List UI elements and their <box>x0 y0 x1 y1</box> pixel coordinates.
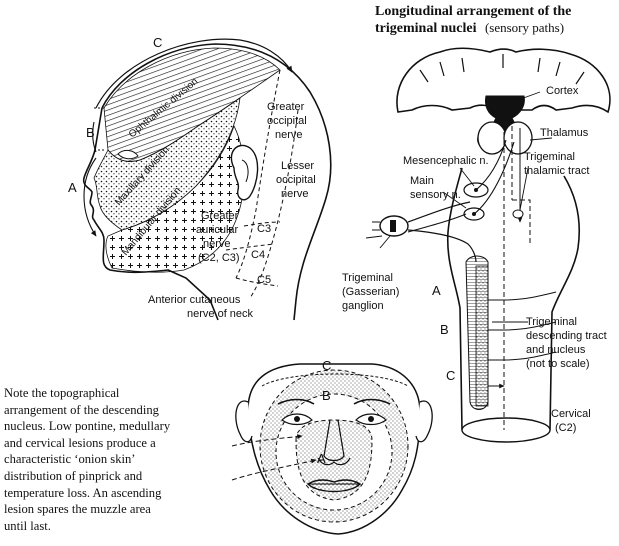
note-line: nucleus. Low pontine, medullary <box>4 419 171 434</box>
greater-auricular-label-4: (C2, C3) <box>198 252 240 264</box>
note-line: until last. <box>4 518 51 533</box>
zone-bracket-b <box>92 121 97 153</box>
head-zone-c-label: C <box>153 35 162 50</box>
lesser-occipital-label-2: occipital <box>276 174 316 186</box>
ear <box>230 144 259 201</box>
greater-auricular-label-2: auricular <box>196 224 239 236</box>
greater-occipital-label-3: nerve <box>275 129 303 141</box>
brain-zone-a-label: A <box>432 283 441 298</box>
mouth <box>306 479 362 493</box>
main-sensory-label-2: sensory n. <box>410 189 461 201</box>
note-line: distribution of pinprick and <box>4 468 143 483</box>
brain-zone-c-label: C <box>446 368 455 383</box>
brain-zone-b-label: B <box>440 322 449 337</box>
note-line: characteristic ‘onion skin’ <box>4 452 136 467</box>
brain-labels: Cortex Thalamus Mesencephalic n. Main se… <box>342 85 607 434</box>
cortex-outline <box>396 47 611 114</box>
lesser-occipital-label-1: Lesser <box>281 160 314 172</box>
segment-c4-label: C4 <box>251 249 265 261</box>
brain-diagram <box>365 47 611 443</box>
head-profile <box>82 38 332 321</box>
greater-auricular-label-3: nerve <box>203 238 231 250</box>
ganglion-label-1: Trigeminal <box>342 272 393 284</box>
anterior-cutaneous-label-2: nerve of neck <box>187 308 254 320</box>
figure-title-line1: Longitudinal arrangement of the <box>375 4 571 19</box>
lesser-occipital-label-3: nerve <box>281 188 309 200</box>
front-face <box>231 363 433 535</box>
note-line: temperature loss. An ascending <box>4 485 162 500</box>
note-paragraph: Note the topographical arrangement of th… <box>4 385 236 534</box>
segment-c3-label: C3 <box>257 223 271 235</box>
zone-bracket-a <box>83 157 97 237</box>
zone-arc-c <box>95 38 293 109</box>
anterior-cutaneous-label-1: Anterior cutaneous <box>148 294 241 306</box>
greater-occipital-label-2: occipital <box>267 115 307 127</box>
face-pointer-upper <box>231 434 303 447</box>
ganglion-label-2: (Gasserian) <box>342 286 399 298</box>
note-line: arrangement of the descending <box>4 402 159 417</box>
greater-auricular-label-1: Greater <box>201 210 239 222</box>
note-line: Note the topographical <box>4 386 120 400</box>
mesencephalic-label: Mesencephalic n. <box>403 155 489 167</box>
face-profile <box>82 107 219 321</box>
note-line: lesion spares the muzzle area <box>4 502 151 517</box>
figure-title-bold: trigeminal nuclei <box>375 21 477 36</box>
greater-occipital-label-1: Greater <box>267 101 305 113</box>
head-outline <box>101 43 332 321</box>
thalamic-tract-label-2: thalamic tract <box>524 165 589 177</box>
cervical-label-1: Cervical <box>551 408 591 420</box>
head-zone-a-label: A <box>68 180 77 195</box>
ganglion-label-3: ganglion <box>342 300 384 312</box>
cortex-label: Cortex <box>546 85 579 97</box>
descending-label-1: Trigeminal <box>526 316 577 328</box>
descending-label-4: (not to scale) <box>526 358 590 370</box>
main-sensory-label-1: Main <box>410 175 434 187</box>
mandibular-region <box>105 124 245 273</box>
face-zone-a-label: A <box>317 451 326 466</box>
segment-c5-label: C5 <box>257 274 271 286</box>
face-zone-b-label: B <box>322 388 331 403</box>
descending-label-2: descending tract <box>526 330 607 342</box>
thalamus-label: Thalamus <box>540 127 589 139</box>
brainstem-outline <box>446 167 581 431</box>
figure-title-line2: trigeminal nuclei (sensory paths) <box>375 19 564 36</box>
thalamic-tract-label-1: Trigeminal <box>524 151 575 163</box>
face-pointer-lower <box>231 458 317 481</box>
face-zone-c-label: C <box>322 358 331 373</box>
note-line: and cervical lesions produce a <box>4 435 156 450</box>
figure-title-rest: (sensory paths) <box>485 20 564 35</box>
head-zone-b-label: B <box>86 125 95 140</box>
cervical-label-2: (C2) <box>555 422 576 434</box>
descending-label-3: and nucleus <box>526 344 586 356</box>
